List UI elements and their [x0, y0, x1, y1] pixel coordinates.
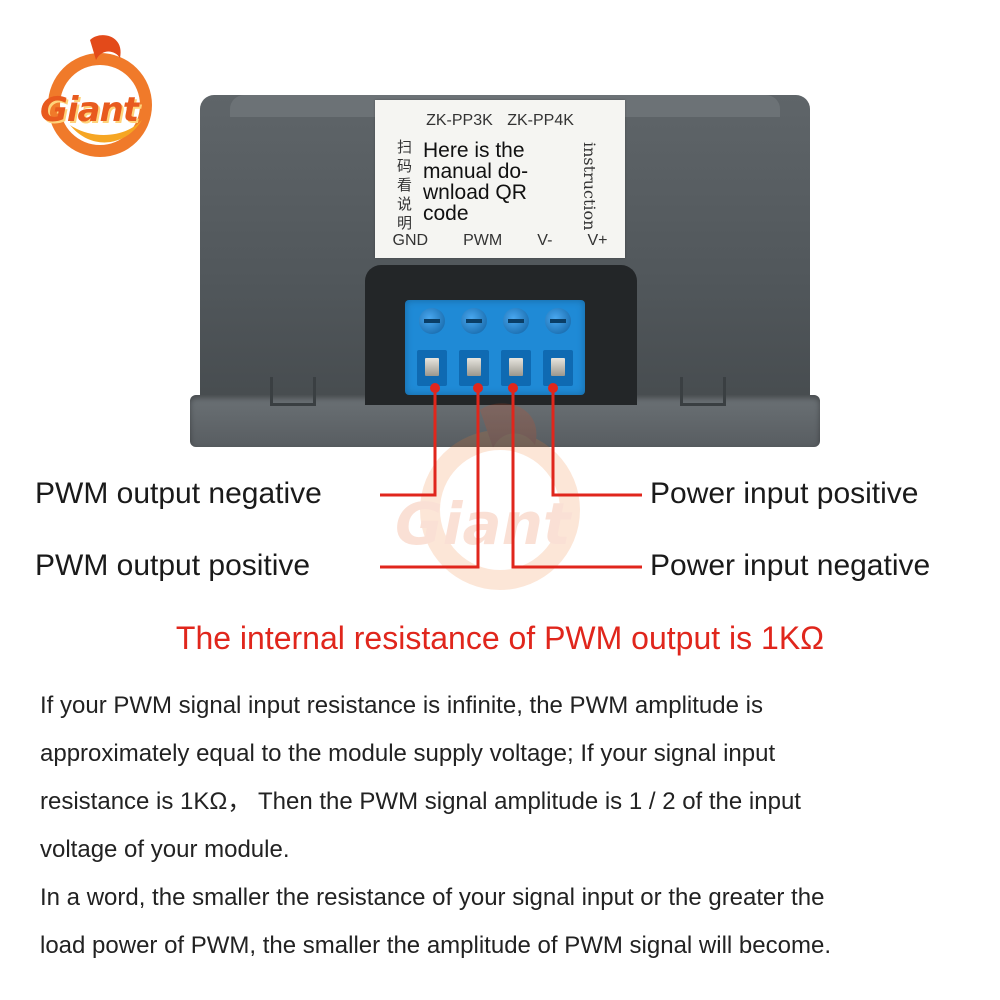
instruction-side-text: instruction	[580, 142, 599, 231]
paragraph-line: load power of PWM, the smaller the ampli…	[40, 932, 831, 959]
description-paragraph: If your PWM signal input resistance is i…	[40, 682, 980, 970]
wire-slot-pwm	[459, 350, 489, 386]
wire-slot-vplus	[543, 350, 573, 386]
model-numbers: ZK-PP3K ZK-PP4K	[426, 112, 574, 129]
watermark: Giant	[385, 400, 615, 600]
pin-label-vminus: V-	[537, 232, 553, 249]
pin-label-gnd: GND	[392, 232, 429, 249]
pwm-module-device: ZK-PP3K ZK-PP4K 扫码看说明 Here is the manual…	[190, 95, 820, 450]
callout-pwm-output-negative: PWM output negative	[35, 477, 322, 510]
line-pwm-out-pos	[380, 385, 480, 569]
paragraph-line: voltage of your module.	[40, 836, 290, 863]
label-sticker: ZK-PP3K ZK-PP4K 扫码看说明 Here is the manual…	[375, 100, 625, 258]
line-power-in-pos	[551, 385, 642, 497]
screw-icon	[503, 308, 529, 334]
mount-clip-right	[680, 377, 726, 406]
wire-slot-vminus	[501, 350, 531, 386]
watermark-text: Giant	[395, 490, 571, 558]
brand-logo: Giant	[30, 30, 170, 160]
callout-pwm-output-positive: PWM output positive	[35, 549, 311, 582]
pin-labels: GND PWM V- V+	[375, 232, 625, 250]
logo-text: Giant	[40, 90, 139, 130]
screw-icon	[419, 308, 445, 334]
fish-logo-icon	[48, 35, 152, 157]
mount-clip-left	[270, 377, 316, 406]
screw-icon	[545, 308, 571, 334]
watermark-fish-icon	[420, 403, 580, 590]
paragraph-line: In a word, the smaller the resistance of…	[40, 884, 825, 911]
screw-icon	[461, 308, 487, 334]
line-pwm-out-neg	[380, 385, 437, 497]
pin-label-pwm: PWM	[463, 232, 503, 249]
qr-instruction-text: Here is the manual do-wnload QR code	[423, 139, 529, 225]
callout-power-input-negative: Power input negative	[650, 549, 931, 582]
paragraph-line: resistance is 1KΩ， Then the PWM signal a…	[40, 788, 801, 815]
paragraph-line: If your PWM signal input resistance is i…	[40, 692, 763, 719]
wire-slot-gnd	[417, 350, 447, 386]
line-power-in-neg	[511, 385, 642, 569]
callout-power-input-positive: Power input positive	[650, 477, 919, 510]
chinese-label: 扫码看说明	[397, 138, 413, 232]
pin-label-vplus: V+	[587, 232, 608, 249]
resistance-note: The internal resistance of PWM output is…	[175, 620, 825, 656]
terminal-block	[405, 300, 585, 395]
paragraph-line: approximately equal to the module supply…	[40, 740, 776, 767]
